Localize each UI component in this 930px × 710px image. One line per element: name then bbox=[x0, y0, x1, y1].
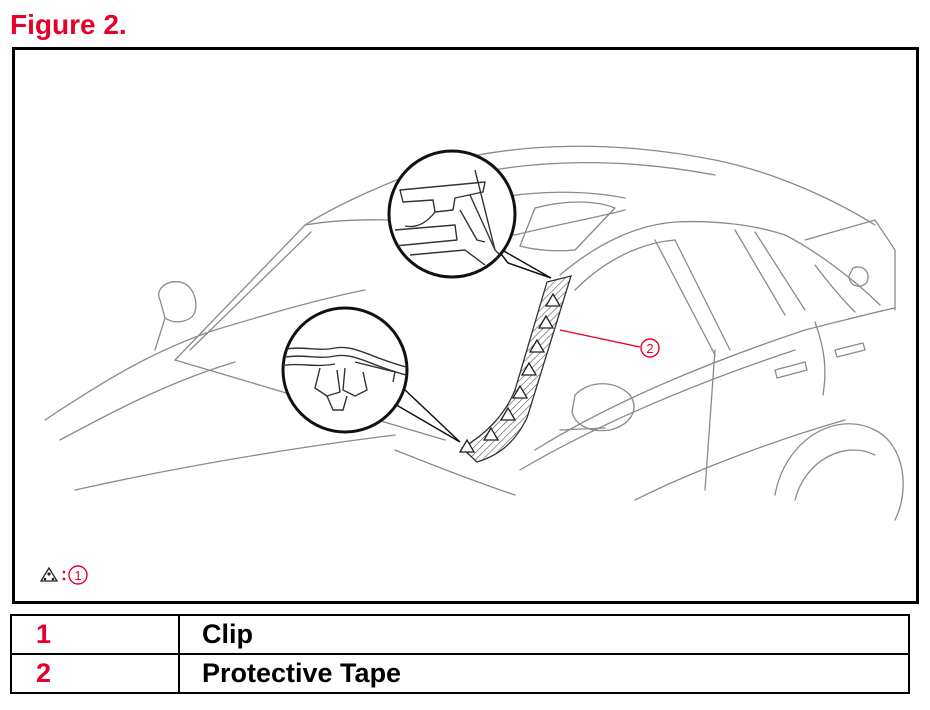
clip-detail-lower bbox=[281, 306, 409, 434]
clip-key: 1 bbox=[39, 565, 88, 585]
callout-2-leader bbox=[559, 329, 641, 348]
legend-number: 2 bbox=[10, 653, 180, 694]
clip-detail-upper bbox=[387, 149, 517, 279]
figure-title: Figure 2. bbox=[10, 9, 127, 40]
legend-description: Protective Tape bbox=[178, 653, 910, 694]
legend-table: 1 Clip 2 Protective Tape bbox=[10, 614, 910, 694]
callout-2-label: 2 bbox=[646, 341, 653, 356]
figure-illustration: 2 1 bbox=[12, 47, 919, 604]
clip-key-label: 1 bbox=[74, 568, 81, 583]
callout-2: 2 bbox=[640, 338, 660, 358]
car-body bbox=[44, 145, 904, 521]
car-windshield-diagram: 2 1 bbox=[39, 145, 904, 585]
legend-description: Clip bbox=[178, 614, 910, 655]
legend-row: 1 Clip bbox=[10, 614, 910, 655]
legend-number: 1 bbox=[10, 614, 180, 655]
clip-markers bbox=[458, 292, 562, 453]
legend-row: 2 Protective Tape bbox=[10, 653, 910, 694]
